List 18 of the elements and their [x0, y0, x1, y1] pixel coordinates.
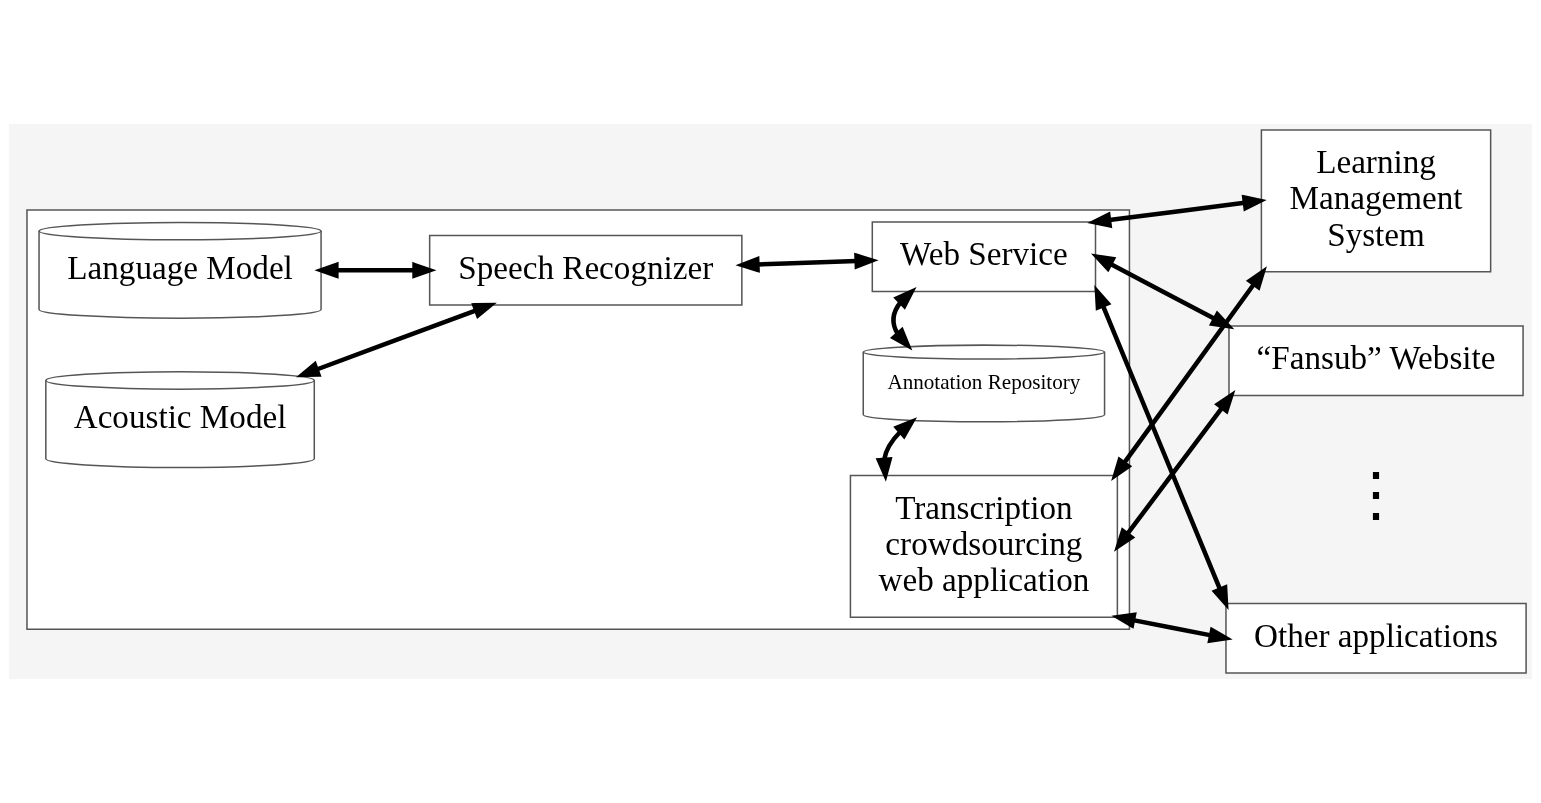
arrow [1111, 266, 1267, 481]
arrow [1094, 285, 1229, 610]
arrow [889, 286, 917, 351]
node-box: Web Service [871, 221, 1097, 293]
arrow [295, 302, 497, 378]
label: ⋮ [1346, 460, 1407, 528]
node-box: Speech Recognizer [428, 234, 743, 306]
node-box: “Fansub” Website [1228, 325, 1524, 397]
node-box: Transcription crowdsourcing web application [849, 474, 1119, 618]
arrow [1090, 253, 1235, 330]
arrow [735, 252, 879, 273]
arrow [1087, 194, 1267, 229]
arrow [314, 261, 437, 279]
arrow [1111, 612, 1233, 644]
node-box: Other applications [1225, 602, 1527, 674]
arrow [875, 417, 918, 482]
arrow [1114, 390, 1236, 552]
node-box: Learning Management System [1260, 129, 1492, 273]
